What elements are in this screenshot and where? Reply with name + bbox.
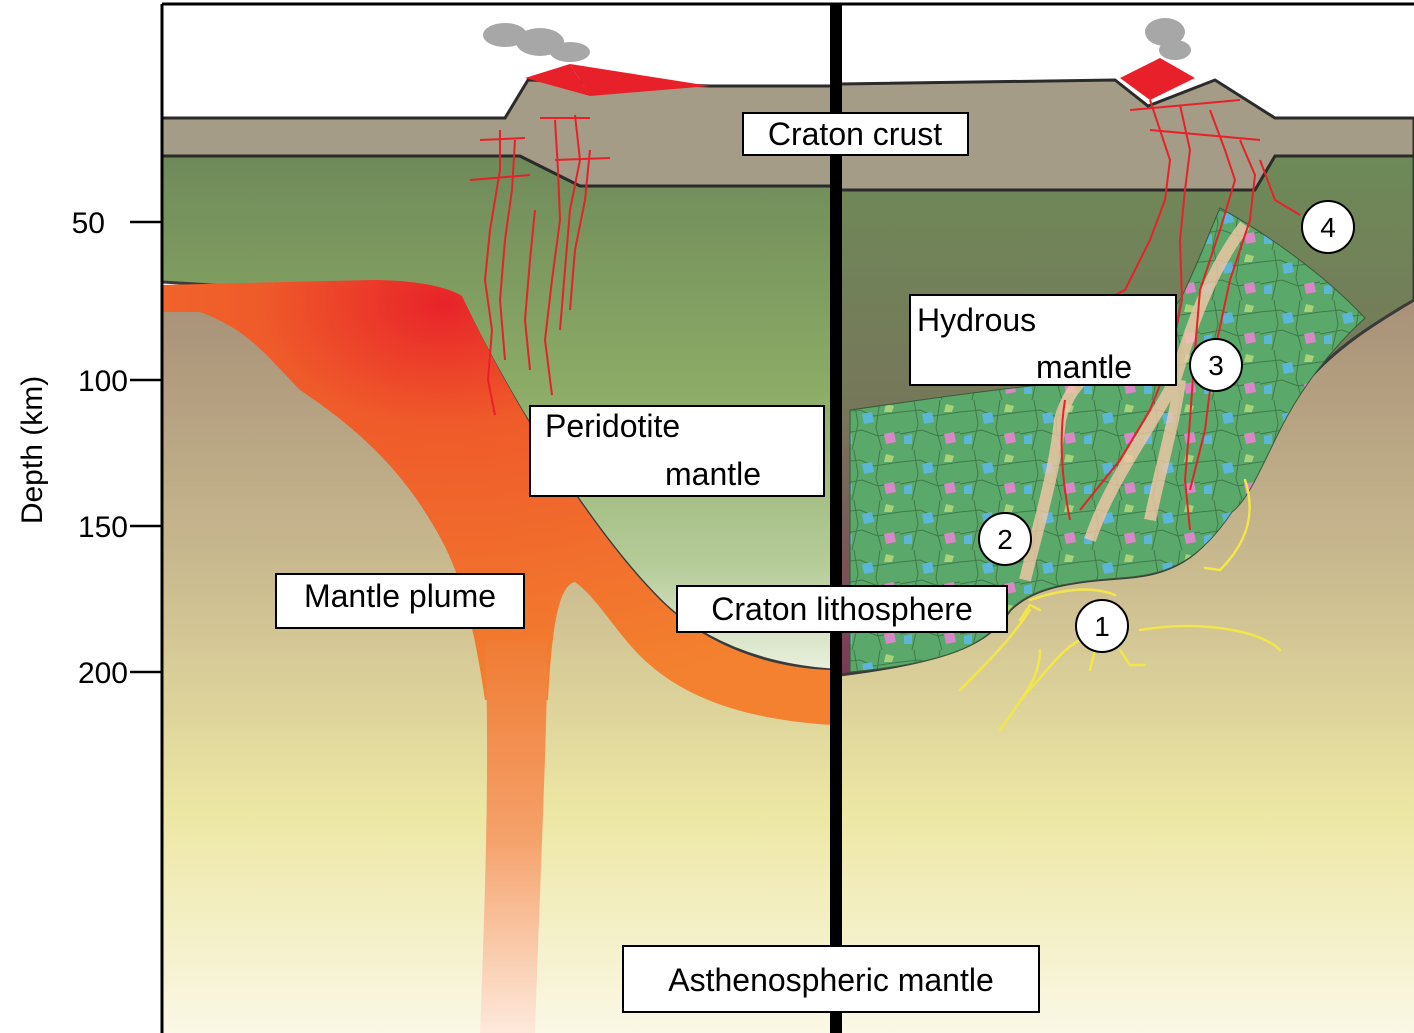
svg-text:Asthenospheric mantle: Asthenospheric mantle [668,962,994,998]
depth-tick-100: 100 [78,365,128,398]
label-hydrous-mantle: Hydrous mantle [910,295,1176,385]
depth-axis [130,222,162,672]
depth-tick-150: 150 [78,511,128,544]
svg-text:Mantle plume: Mantle plume [304,578,496,614]
label-mantle-plume: Mantle plume [276,574,524,628]
panel-divider [830,4,842,1033]
label-craton-lithosphere: Craton lithosphere [677,586,1007,632]
smoke-plume-left [483,23,590,62]
label-craton-crust: Craton crust [743,113,968,155]
svg-text:Craton lithosphere: Craton lithosphere [711,591,972,627]
stage-marker-3: 3 [1190,339,1242,391]
stage-marker-1: 1 [1076,600,1128,652]
svg-text:Craton crust: Craton crust [768,116,942,152]
svg-text:4: 4 [1320,212,1336,243]
stage-marker-4: 4 [1302,201,1354,253]
depth-tick-200: 200 [78,657,128,690]
svg-text:Peridotite: Peridotite [545,408,680,444]
depth-axis-label: Depth (km) [16,376,49,524]
smoke-plume-right [1145,18,1191,60]
svg-text:3: 3 [1208,350,1224,381]
label-asthenospheric-mantle: Asthenospheric mantle [623,946,1039,1012]
svg-text:2: 2 [997,524,1013,555]
depth-tick-50: 50 [72,207,105,240]
svg-text:Hydrous: Hydrous [917,302,1036,338]
label-peridotite-mantle: Peridotite mantle [530,406,824,496]
svg-text:mantle: mantle [1036,349,1132,385]
svg-text:1: 1 [1094,611,1110,642]
svg-text:mantle: mantle [665,456,761,492]
stage-marker-2: 2 [979,513,1031,565]
